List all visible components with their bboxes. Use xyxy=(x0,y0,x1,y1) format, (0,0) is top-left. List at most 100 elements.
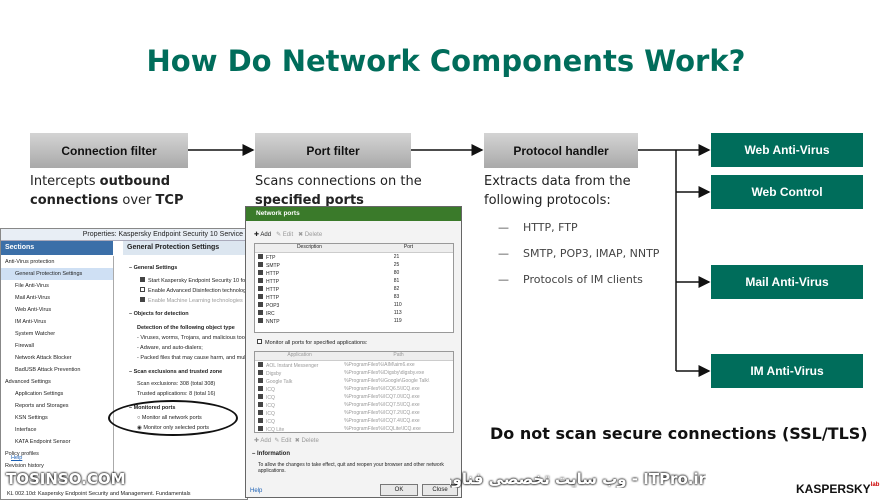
section-item[interactable]: Revision history xyxy=(5,463,44,469)
section-item[interactable]: Policy profiles xyxy=(5,451,39,457)
port-filter-desc: Scans connections on the specified ports xyxy=(255,174,422,208)
add-button[interactable]: ✚ Add xyxy=(254,232,272,238)
section-item[interactable]: BadUSB Attack Prevention xyxy=(15,367,81,373)
start-kes-checkbox[interactable]: Start Kaspersky Endpoint Security 10 for xyxy=(137,277,247,284)
app-path: %ProgramFiles%\ICQ7.5\ICQ.exe xyxy=(344,402,420,408)
app-path: %ProgramFiles%\ICQLite\ICQ.exe xyxy=(344,426,421,432)
section-item-selected[interactable]: General Protection Settings xyxy=(1,268,113,280)
app-path: %ProgramFiles%\ICQ7.0\ICQ.exe xyxy=(344,394,420,400)
web-control-box: Web Control xyxy=(711,175,863,209)
protocol-item: — Protocols of IM clients xyxy=(498,273,643,286)
app-name: ICQ xyxy=(266,402,275,409)
section-item[interactable]: Reports and Storages xyxy=(15,403,69,409)
port-number: 113 xyxy=(393,310,402,316)
edit-button[interactable]: ✎ Edit xyxy=(276,232,294,238)
dialog-help-link[interactable]: Help xyxy=(250,488,263,494)
watermark-right: ITPro.ir - وب سایت تخصصی فناوری اطلاعات … xyxy=(450,470,706,488)
port-number: 82 xyxy=(393,286,400,292)
delete-button[interactable]: ✖ Delete xyxy=(298,232,323,238)
kaspersky-logo: KASPERSKYlab xyxy=(796,482,880,496)
port-name: HTTP xyxy=(266,286,280,293)
port-row[interactable]: IRC 113 xyxy=(255,309,453,317)
port-number: 21 xyxy=(393,254,400,260)
port-name: POP3 xyxy=(266,302,280,309)
app-row[interactable]: Google Talk%ProgramFiles%\Google\Google … xyxy=(255,377,453,385)
information-text: To allow the changes to take effect, qui… xyxy=(258,462,444,474)
information-header: – Information xyxy=(252,451,291,457)
col-application: Application xyxy=(287,352,312,358)
app-name: ICQ xyxy=(266,386,275,393)
port-filter-box: Port filter xyxy=(255,133,411,168)
watermark-left: TOSINSO.COM xyxy=(6,470,126,488)
app-name: Google Talk xyxy=(266,378,293,385)
scan-exclusions-count: Scan exclusions: 308 (total 308) xyxy=(137,381,216,387)
port-name: HTTP xyxy=(266,278,280,285)
app-row[interactable]: ICQ %ProgramFiles%\ICQ7.2\ICQ.exe xyxy=(255,409,453,417)
sections-header: Sections xyxy=(1,241,113,255)
content-header: General Protection Settings xyxy=(123,241,247,255)
port-name: HTTP xyxy=(266,294,280,301)
detection-item: - Adware, and auto-dialers; xyxy=(137,345,203,351)
app-row[interactable]: ICQ%ProgramFiles%\ICQ7.4\ICQ.exe xyxy=(255,417,453,425)
port-row[interactable]: HTTP 82 xyxy=(255,285,453,293)
machine-learning-checkbox[interactable]: Enable Machine Learning technologies xyxy=(137,297,243,304)
protocol-handler-desc: Extracts data from the following protoco… xyxy=(484,174,631,208)
app-name: ICQ xyxy=(266,410,275,417)
app-row[interactable]: ICQ %ProgramFiles%\ICQ7.5\ICQ.exe xyxy=(255,401,453,409)
app-row[interactable]: AOL Instant Messenger%ProgramFiles%\AIM\… xyxy=(255,361,453,369)
col-description: Description xyxy=(296,244,322,250)
app-row[interactable]: ICQ %ProgramFiles%\ICQ7.0\ICQ.exe xyxy=(255,393,453,401)
section-item[interactable]: Anti-Virus protection xyxy=(5,259,55,265)
section-item[interactable]: Application Settings xyxy=(15,391,64,397)
app-name: ICQ Lite xyxy=(266,426,285,433)
app-row[interactable]: ICQ %ProgramFiles%\ICQ6.5\ICQ.exe xyxy=(255,385,453,393)
port-number: 110 xyxy=(393,302,402,308)
detection-item: - Packed files that may cause harm, and … xyxy=(137,355,248,361)
app-name: AOL Instant Messenger xyxy=(266,362,319,369)
app-path: %ProgramFiles%\ICQ6.5\ICQ.exe xyxy=(344,386,420,392)
monitor-apps-checkbox[interactable]: Monitor all ports for specified applicat… xyxy=(254,339,367,346)
close-button[interactable]: Close xyxy=(422,484,458,496)
apps-table-header: Application Path xyxy=(255,352,453,361)
section-item[interactable]: System Watcher xyxy=(15,331,56,337)
connection-filter-desc: Intercepts outbound connections over TCP xyxy=(30,174,184,208)
section-item[interactable]: Firewall xyxy=(15,343,34,349)
app-row[interactable]: ICQ Lite %ProgramFiles%\ICQLite\ICQ.exe xyxy=(255,425,453,433)
help-link[interactable]: Help xyxy=(11,455,23,461)
detection-item: - Viruses, worms, Trojans, and malicious… xyxy=(137,335,247,341)
app-path: %ProgramFiles%\ICQ7.2\ICQ.exe xyxy=(344,410,420,416)
port-row[interactable]: POP3 110 xyxy=(255,301,453,309)
app-row[interactable]: Digsby%ProgramFiles%\Digsby\digsby.exe xyxy=(255,369,453,377)
ok-button[interactable]: OK xyxy=(380,484,418,496)
protocol-item: — SMTP, POP3, IMAP, NNTP xyxy=(498,247,660,260)
properties-window-title: Properties: Kaspersky Endpoint Security … xyxy=(1,229,247,241)
section-item[interactable]: File Anti-Virus xyxy=(15,283,49,289)
advanced-disinfection-checkbox[interactable]: Enable Advanced Disinfection technolog xyxy=(137,287,246,294)
section-item[interactable]: Mail Anti-Virus xyxy=(15,295,51,301)
port-name: SMTP xyxy=(266,262,280,269)
section-item[interactable]: Interface xyxy=(15,427,37,433)
section-item[interactable]: Network Attack Blocker xyxy=(15,355,72,361)
app-name: ICQ xyxy=(266,394,275,401)
general-settings-header: – General Settings xyxy=(129,265,178,271)
mail-antivirus-box: Mail Anti-Virus xyxy=(711,265,863,299)
port-name: IRC xyxy=(266,310,275,317)
protocol-handler-box: Protocol handler xyxy=(484,133,638,168)
section-item[interactable]: KATA Endpoint Sensor xyxy=(15,439,71,445)
section-item[interactable]: Web Anti-Virus xyxy=(15,307,52,313)
web-antivirus-box: Web Anti-Virus xyxy=(711,133,863,167)
app-path: %ProgramFiles%\ICQ7.4\ICQ.exe xyxy=(344,418,420,424)
section-item[interactable]: IM Anti-Virus xyxy=(15,319,47,325)
protocol-item: — HTTP, FTP xyxy=(498,221,578,234)
section-item[interactable]: Advanced Settings xyxy=(5,379,51,385)
slide-title: How Do Network Components Work? xyxy=(146,44,746,78)
col-path: Path xyxy=(393,352,404,358)
section-item[interactable]: KSN Settings xyxy=(15,415,48,421)
